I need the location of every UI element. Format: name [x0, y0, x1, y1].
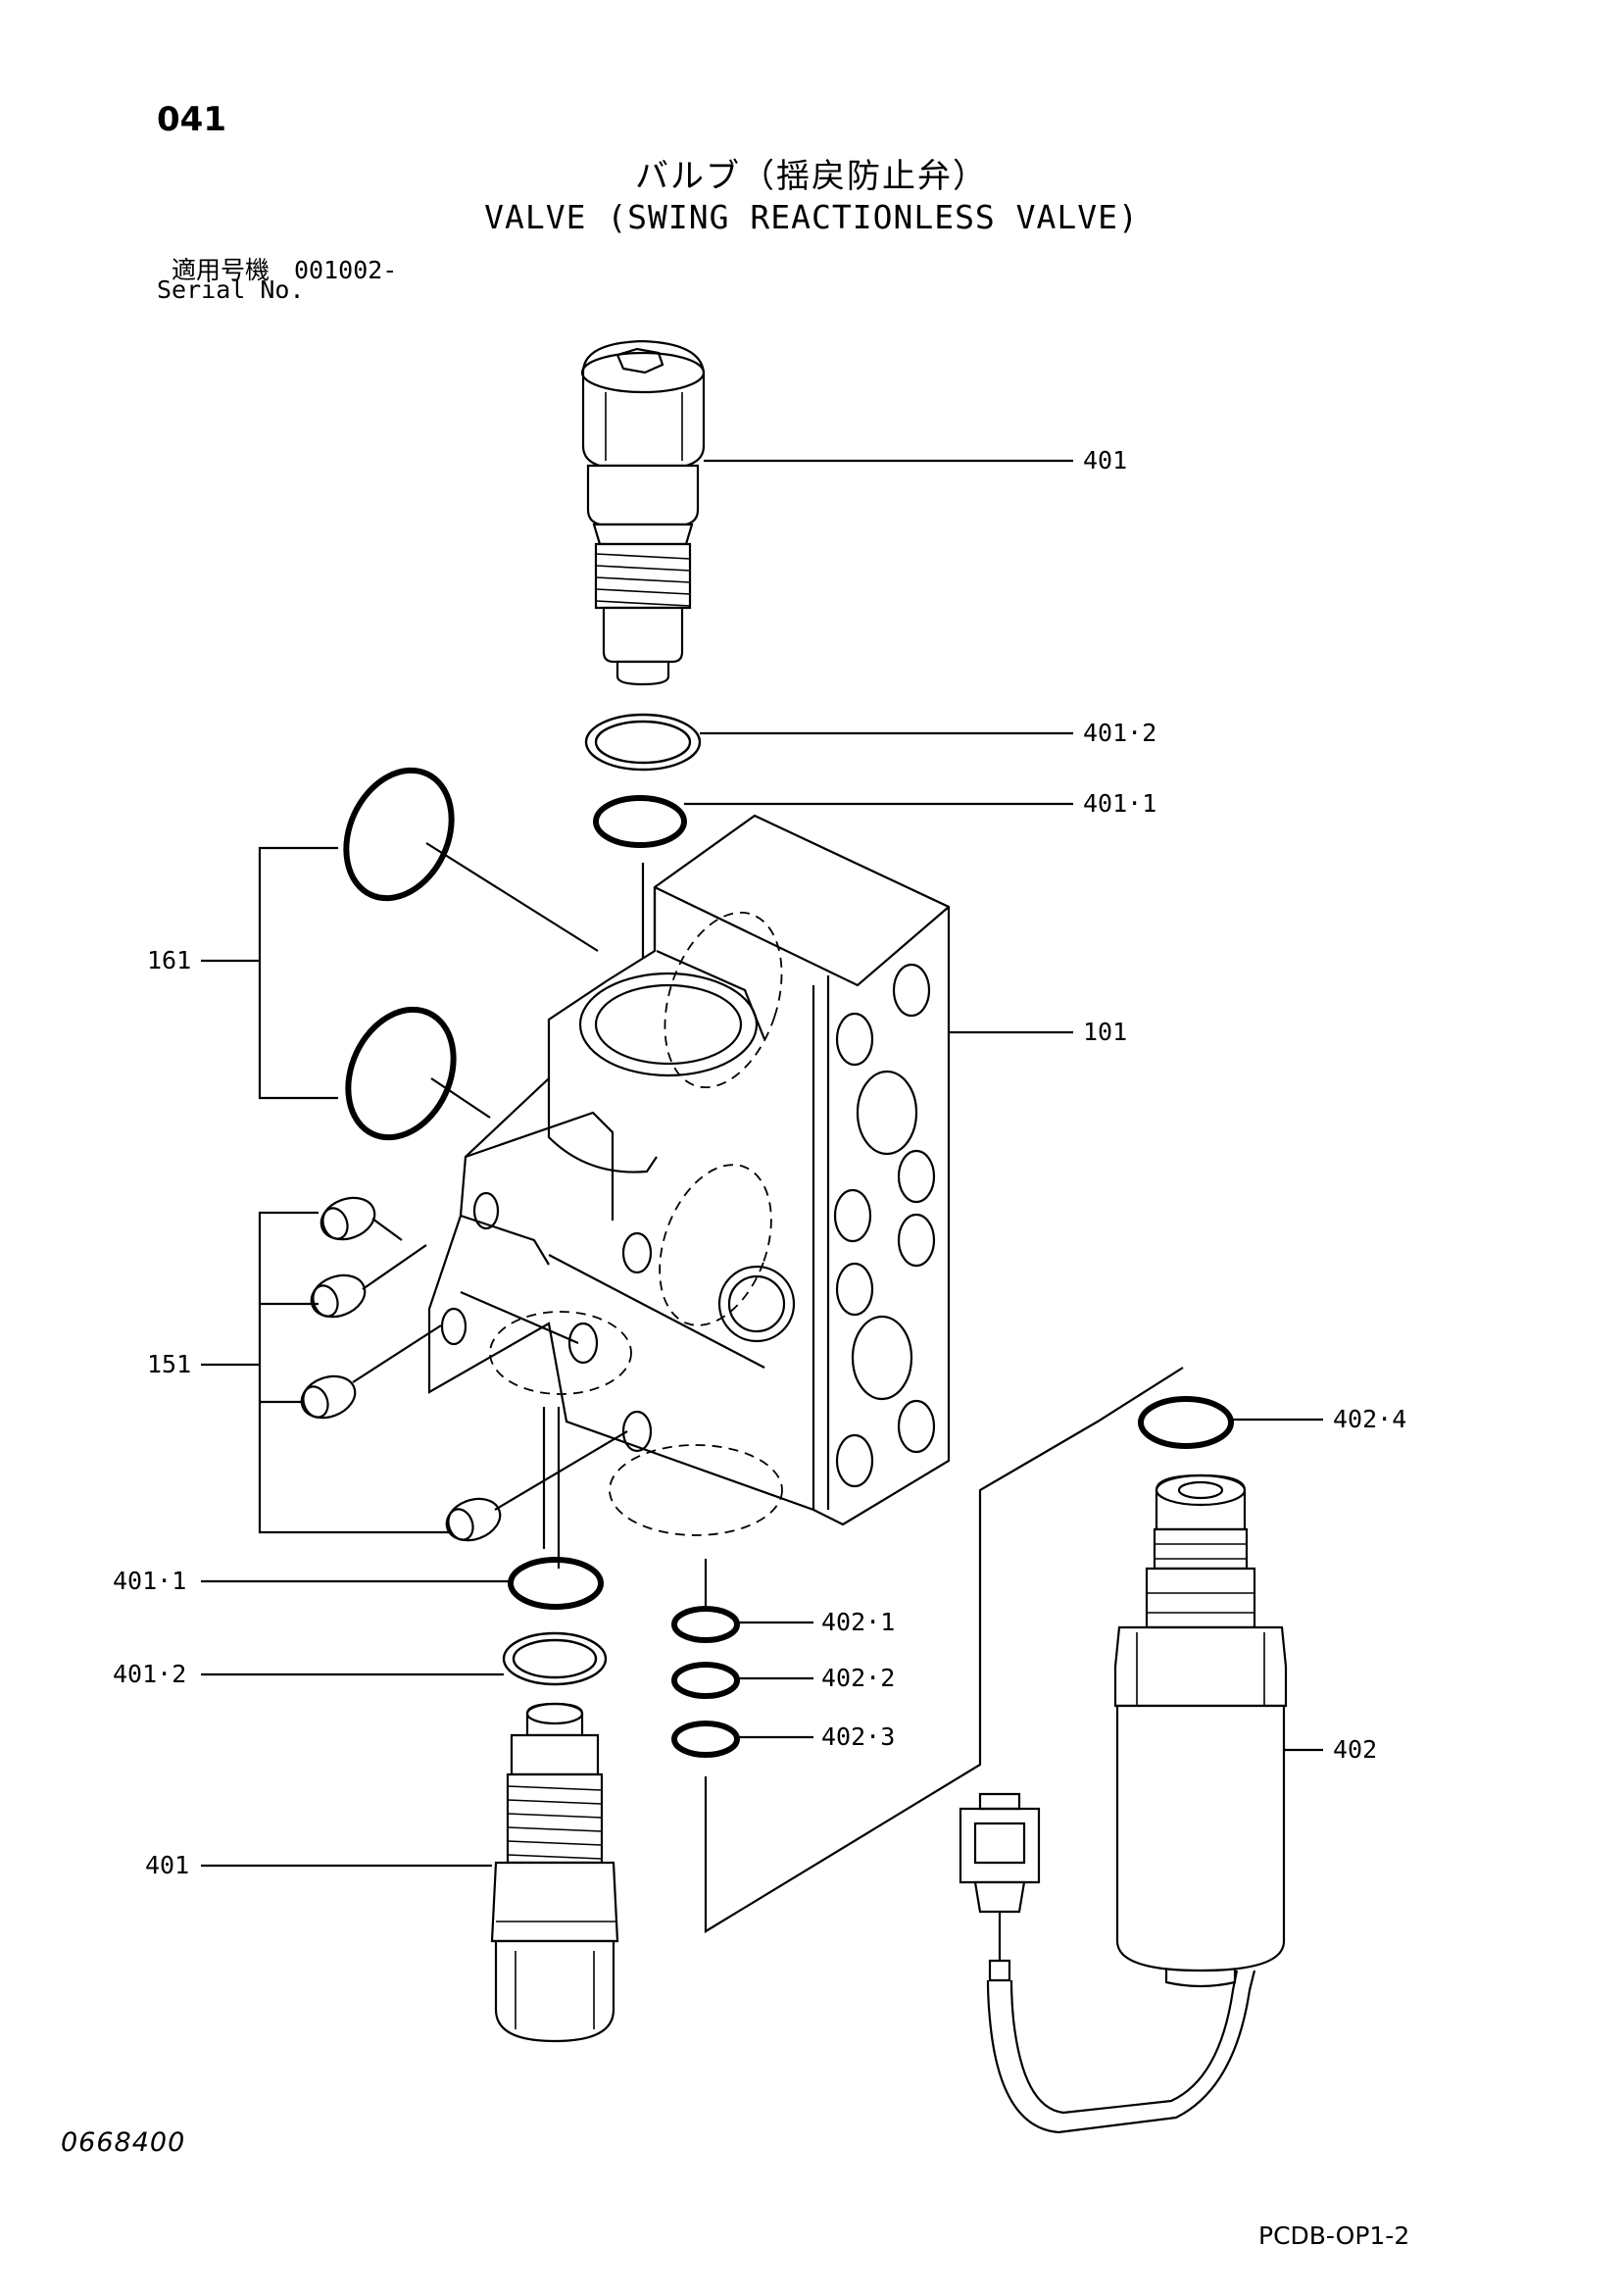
document-number: 0668400: [61, 2127, 186, 2158]
callout-402-4: 402·4: [1333, 1405, 1407, 1433]
part-401-top-cartridge: [580, 339, 706, 686]
callout-161: 161: [147, 946, 192, 974]
callout-401-2-top: 401·2: [1083, 719, 1157, 747]
bracket-151: [258, 1211, 451, 1534]
part-401-bottom-cartridge: [490, 1702, 619, 2043]
part-401-1-top-o-ring: [593, 795, 687, 848]
callout-401-bottom: 401: [145, 1851, 190, 1879]
part-402-connector-cable: [959, 1792, 1256, 2134]
callout-402-1: 402·1: [821, 1608, 896, 1636]
part-161-o-ring-upper: [343, 767, 455, 902]
part-402-1-o-ring: [671, 1606, 740, 1643]
serial-label-english: Serial No.: [157, 275, 305, 304]
title-english: VALVE (SWING REACTIONLESS VALVE): [484, 198, 1139, 236]
part-151-plugs: [300, 1196, 502, 1542]
callout-401-1-bottom: 401·1: [113, 1567, 187, 1595]
footer-code: PCDB-OP1-2: [1258, 2221, 1410, 2250]
callout-401-top: 401: [1083, 446, 1128, 474]
part-402-3-o-ring: [671, 1721, 740, 1758]
assembly-path-402: [704, 1367, 1184, 1933]
part-401-2-bottom-backup-ring: [502, 1631, 608, 1686]
callout-402: 402: [1333, 1735, 1378, 1764]
callout-402-3: 402·3: [821, 1722, 896, 1751]
part-401-2-top-backup-ring: [584, 713, 702, 772]
callout-401-2-bottom: 401·2: [113, 1660, 187, 1688]
part-161-o-ring-lower: [345, 1006, 457, 1141]
callout-402-2: 402·2: [821, 1664, 896, 1692]
part-402-solenoid-valve: [1113, 1473, 1288, 1988]
part-402-2-o-ring: [671, 1662, 740, 1699]
part-101-valve-body: [427, 814, 951, 1536]
bracket-161: [258, 846, 338, 1100]
part-402-4-o-ring: [1138, 1396, 1234, 1449]
title-japanese: バルブ（揺戻防止弁）: [635, 157, 988, 196]
page-number: 041: [157, 100, 226, 139]
callout-401-1-top: 401·1: [1083, 789, 1157, 818]
part-401-1-bottom-o-ring: [508, 1557, 604, 1610]
callout-151: 151: [147, 1350, 192, 1378]
serial-label-japanese: 適用号機 001002-: [172, 256, 398, 284]
callout-101: 101: [1083, 1018, 1128, 1046]
